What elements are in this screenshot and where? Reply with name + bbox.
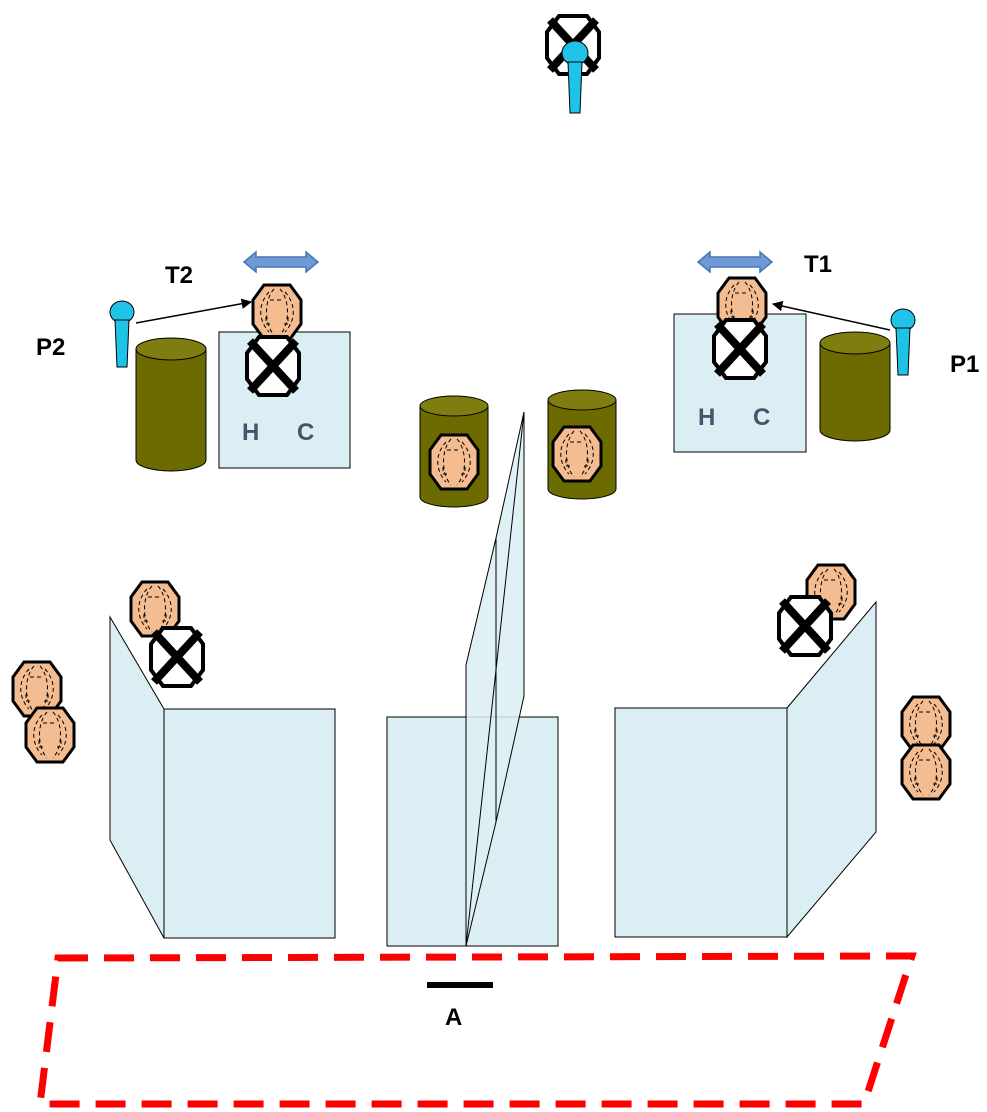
booth-center bbox=[386, 411, 559, 947]
crossed-icon-booth-right bbox=[779, 597, 831, 655]
face-icon-center-left bbox=[428, 433, 480, 491]
label-a: A bbox=[445, 1004, 462, 1031]
crossed-icon-t1 bbox=[714, 320, 766, 378]
booth-left bbox=[109, 615, 336, 939]
pointer-arrow-p2 bbox=[135, 298, 253, 324]
pointer-arrow-p1 bbox=[771, 300, 891, 331]
label-c-right: C bbox=[753, 404, 770, 431]
face-icon-t2 bbox=[251, 283, 303, 341]
label-h-left: H bbox=[242, 419, 259, 446]
face-icon-side-left-lower bbox=[24, 706, 76, 764]
pin-icon-right bbox=[890, 308, 916, 376]
cylinder-left bbox=[135, 337, 207, 472]
crossed-icon-t2 bbox=[247, 337, 299, 395]
label-t1: T1 bbox=[804, 251, 832, 278]
cylinder-right bbox=[819, 331, 891, 442]
label-c-left: C bbox=[297, 419, 314, 446]
face-icon-side-right-lower bbox=[900, 743, 952, 801]
bidirectional-arrow-icon-left bbox=[243, 251, 319, 273]
face-icon-side-right-upper bbox=[900, 695, 952, 753]
label-h-right: H bbox=[698, 404, 715, 431]
bidirectional-arrow-icon-right bbox=[697, 251, 773, 273]
pin-icon-left bbox=[109, 300, 135, 368]
label-p1: P1 bbox=[950, 351, 979, 378]
booth-right bbox=[614, 600, 877, 939]
crossed-icon-booth-left bbox=[151, 628, 203, 686]
label-p2: P2 bbox=[36, 334, 65, 361]
label-t2: T2 bbox=[165, 262, 193, 289]
face-icon-center-right bbox=[551, 425, 603, 483]
observer-pin-icon bbox=[561, 40, 589, 114]
dashed-area-outline bbox=[36, 952, 917, 1108]
